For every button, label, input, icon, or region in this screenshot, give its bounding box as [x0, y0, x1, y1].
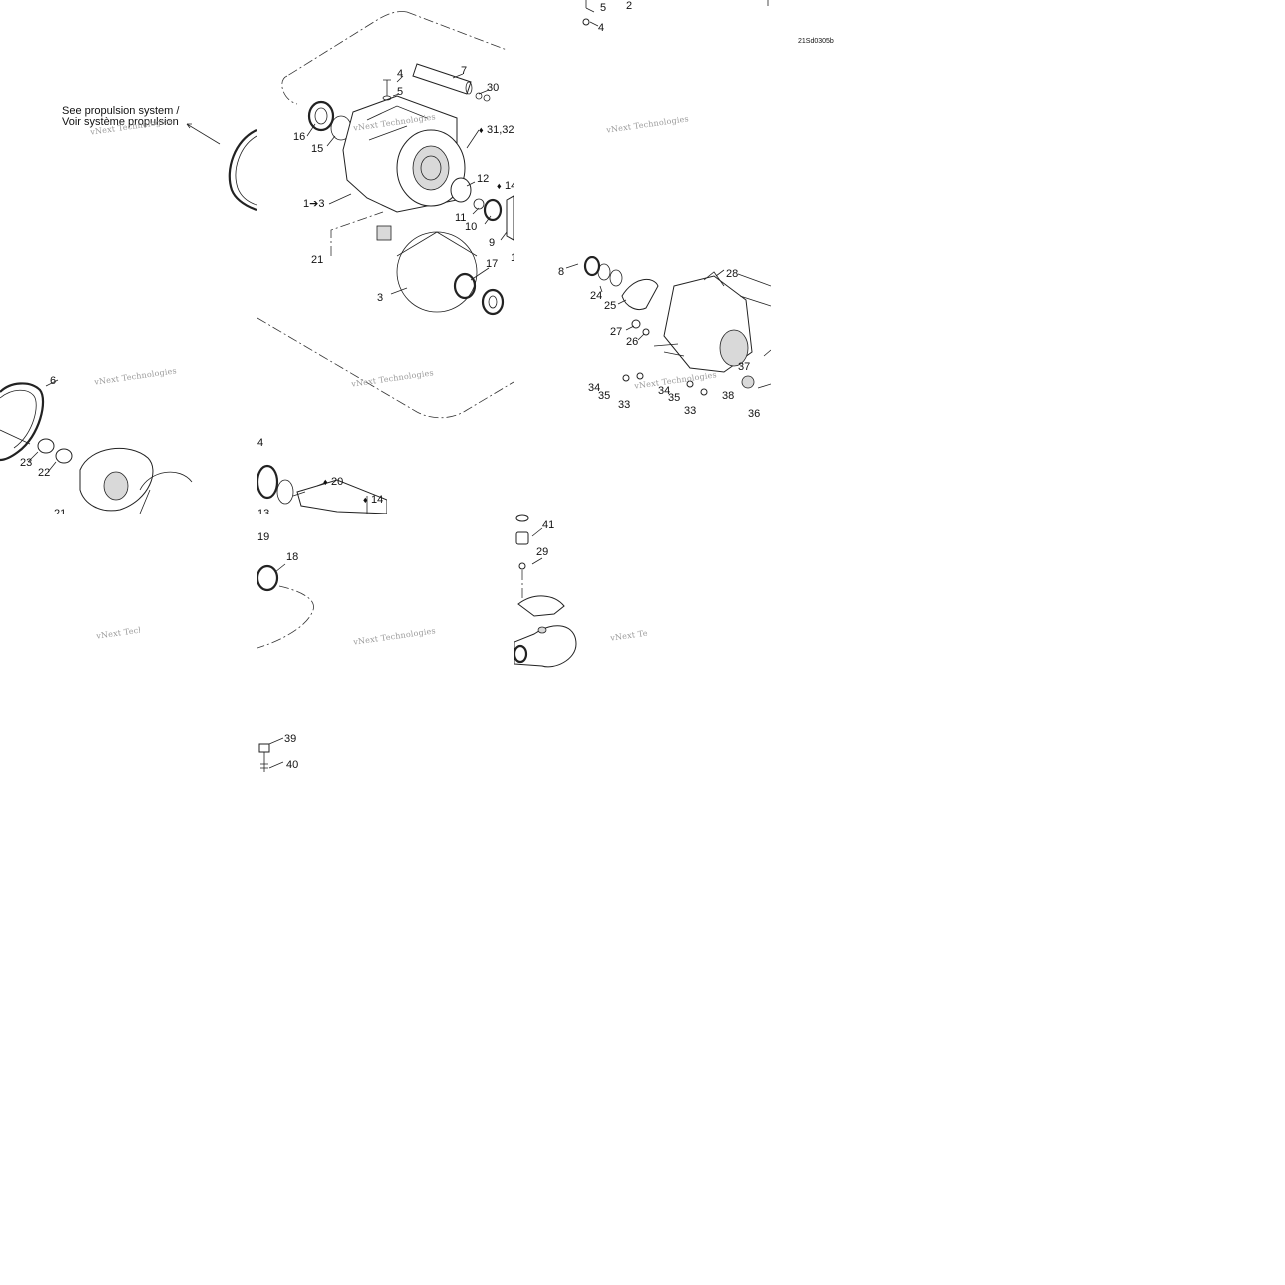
callout-14-mid: 14	[371, 494, 384, 506]
callout-1-3: 1➔3	[303, 198, 325, 210]
callout-37: 37	[738, 361, 751, 373]
callout-26: 26	[626, 336, 639, 348]
callout-40: 40	[286, 759, 299, 771]
callout-12: 12	[477, 173, 490, 185]
callout-13: 13	[511, 252, 514, 264]
tile-pump-housing-drawing	[257, 11, 514, 419]
callout-3: 3	[377, 292, 384, 304]
tile-seals: 4 ♦ 20 ♦ 14 13 2	[257, 420, 387, 514]
see-propulsion-note: See propulsion system / Voir système pro…	[62, 106, 179, 128]
callout-35-left: 35	[598, 390, 611, 402]
callout-4-top: 4	[598, 22, 605, 34]
watermark: vNext Technologies	[605, 114, 690, 135]
callout-5-top: 5	[600, 2, 607, 14]
callout-18: 18	[286, 551, 299, 563]
tile-bolt-drawing	[258, 737, 284, 772]
drawing-code: 21Sd0305b	[798, 38, 834, 45]
tile-top-right-drawing	[582, 0, 769, 27]
callout-2-top: 2	[626, 0, 633, 12]
callout-10: 10	[465, 221, 478, 233]
callout-7: 7	[461, 65, 468, 77]
lubricant-drop-icon-20: ♦	[323, 477, 328, 487]
callout-38: 38	[722, 390, 735, 402]
tile-pump-housing: 16 15 1➔3 4 5 7 30 ♦ 31,32 12 ♦ 14 11 10…	[257, 0, 514, 420]
tile-oring-drawing	[257, 563, 314, 649]
tile-venturi: 8 24 25 28 27 26 37 34 35 34 35 33 33 38…	[514, 256, 771, 420]
lubricant-drop-icon-31: ♦	[479, 125, 484, 135]
callout-4-mid: 4	[257, 437, 264, 449]
tile-impeller: 6 23 22 21 vNext Technologies	[0, 340, 195, 514]
callout-6: 6	[50, 375, 57, 387]
callout-9: 9	[489, 237, 496, 249]
callout-34-left: 34	[588, 382, 601, 394]
callout-11: 11	[455, 212, 467, 224]
callout-33-right: 33	[684, 405, 697, 417]
callout-27: 27	[610, 326, 623, 338]
callout-20: 20	[331, 476, 344, 488]
callout-30: 30	[487, 82, 500, 94]
callout-8: 8	[558, 266, 565, 278]
callout-17: 17	[486, 258, 499, 270]
lubricant-drop-icon-14-mid: ♦	[363, 495, 368, 505]
callout-35-right: 35	[668, 392, 681, 404]
callout-28: 28	[726, 268, 739, 280]
callout-19: 19	[257, 531, 270, 543]
callout-15: 15	[311, 143, 324, 155]
callout-25: 25	[604, 300, 617, 312]
tile-note-drawing	[186, 123, 257, 212]
lubricant-drop-icon-14: ♦	[497, 181, 502, 191]
callout-31-32: 31,32	[487, 124, 514, 136]
callout-21-impeller: 21	[54, 508, 67, 514]
callout-23: 23	[20, 457, 33, 469]
callout-29: 29	[536, 546, 549, 558]
tile-bolt: 39 40	[257, 730, 317, 774]
callout-33-left: 33	[618, 399, 631, 411]
tile-right-upper: vNext Technologies	[514, 60, 771, 256]
tile-steering-drawing	[514, 514, 577, 668]
note-line-2: Voir système propulsion	[62, 116, 179, 128]
callout-16: 16	[293, 131, 306, 143]
callout-24: 24	[590, 290, 603, 302]
tile-oring: 19 18 vNext Technologies	[257, 514, 514, 670]
callout-21: 21	[311, 254, 324, 266]
note-line-1: See propulsion system /	[62, 105, 180, 117]
callout-5: 5	[397, 86, 404, 98]
tile-impeller-drawing	[0, 379, 193, 514]
tile-note: See propulsion system / Voir système pro…	[0, 60, 257, 260]
callout-22: 22	[38, 467, 51, 479]
watermark: vNext Technologies	[95, 620, 140, 641]
callout-36: 36	[748, 408, 761, 420]
callout-14: 14	[505, 180, 514, 192]
tile-steering: 41 29 vNext Technologies	[514, 510, 648, 670]
callout-34-right: 34	[658, 385, 671, 397]
tile-seals-drawing	[257, 464, 387, 514]
callout-39: 39	[284, 733, 297, 745]
tile-left-lower: vNext Technologies	[80, 600, 140, 660]
tile-venturi-drawing	[565, 256, 771, 396]
callout-41: 41	[542, 519, 555, 531]
tile-top-right: 5 4 2	[514, 0, 771, 60]
callout-4: 4	[397, 68, 404, 80]
callout-13-mid: 13	[257, 508, 270, 514]
